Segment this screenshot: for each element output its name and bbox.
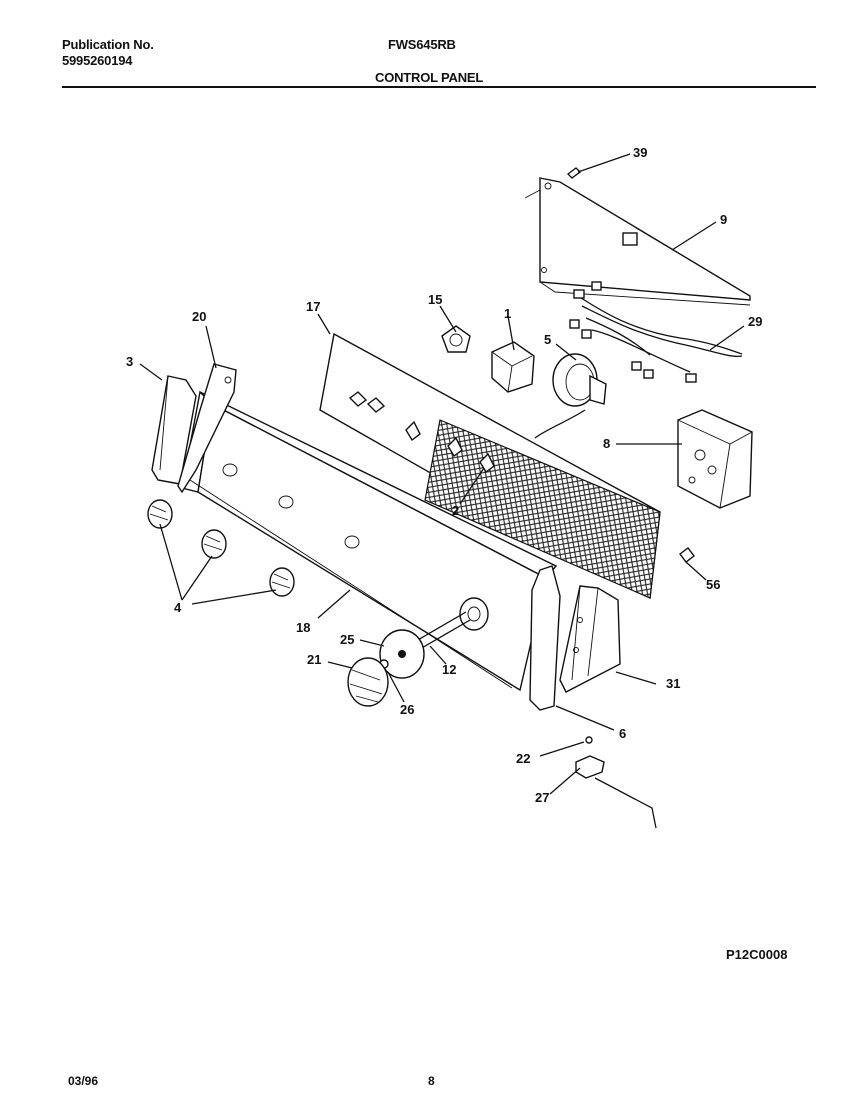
wire-harness-part — [569, 281, 743, 383]
screw-22 — [585, 736, 593, 744]
header-rule — [62, 86, 816, 88]
dial-disk-25 — [379, 629, 425, 679]
backguard-panel-part — [319, 332, 661, 600]
callout-22: 22 — [516, 751, 530, 766]
callout-3: 3 — [126, 354, 133, 369]
left-bracket-20 — [177, 363, 237, 494]
callout-15: 15 — [428, 292, 442, 307]
rear-bracket-part — [524, 177, 751, 306]
callout-27: 27 — [535, 790, 549, 805]
figure-code: P12C0008 — [726, 947, 787, 962]
footer-page: 8 — [428, 1074, 435, 1088]
publication-number: 5995260194 — [62, 53, 133, 68]
callout-18: 18 — [296, 620, 310, 635]
footer-date: 03/96 — [68, 1074, 99, 1088]
callout-5: 5 — [544, 332, 551, 347]
callout-2: 2 — [452, 503, 459, 518]
switch-15 — [441, 325, 471, 353]
pressure-switch-5 — [534, 353, 607, 439]
screw-56 — [679, 547, 695, 563]
leader-lines — [139, 153, 745, 795]
callout-17: 17 — [306, 299, 320, 314]
clip-27 — [575, 755, 657, 829]
knob-4-c — [269, 567, 295, 597]
callout-1: 1 — [504, 306, 511, 321]
callout-39: 39 — [633, 145, 647, 160]
right-endcap-6 — [529, 565, 561, 711]
callout-56: 56 — [706, 577, 720, 592]
screw-39 — [566, 167, 582, 179]
callout-26: 26 — [400, 702, 414, 717]
callout-9: 9 — [720, 212, 727, 227]
knob-4-a — [147, 499, 173, 529]
knob-4-b — [201, 529, 227, 559]
callout-12: 12 — [442, 662, 456, 677]
switch-block-1 — [491, 341, 535, 393]
callout-4: 4 — [174, 600, 182, 615]
model-number: FWS645RB — [388, 37, 456, 52]
callout-21: 21 — [307, 652, 321, 667]
section-title: CONTROL PANEL — [375, 70, 484, 85]
callout-6: 6 — [619, 726, 626, 741]
callout-29: 29 — [748, 314, 762, 329]
callout-20: 20 — [192, 309, 206, 324]
right-bracket-31 — [559, 585, 621, 693]
timer-knob-21 — [347, 657, 389, 707]
callout-25: 25 — [340, 632, 354, 647]
timer-8 — [677, 409, 753, 509]
publication-label: Publication No. — [62, 37, 154, 52]
callout-31: 31 — [666, 676, 680, 691]
callout-8: 8 — [603, 436, 610, 451]
